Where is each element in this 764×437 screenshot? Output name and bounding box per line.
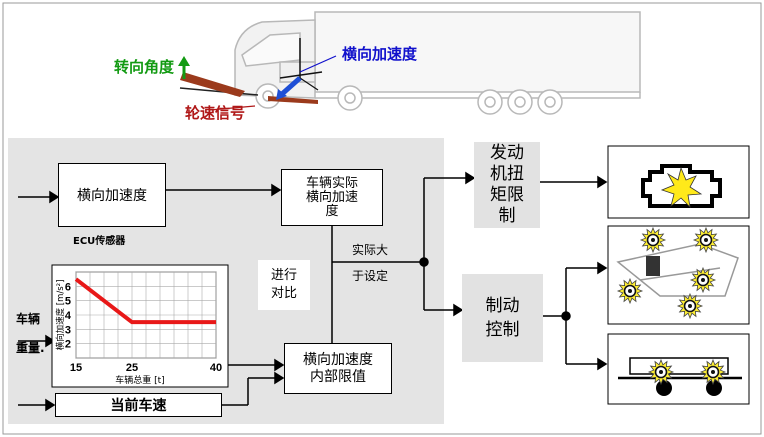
steering-angle-indicator: [178, 56, 259, 97]
y-tick-label: 6: [65, 281, 71, 293]
wheel-center-icon: [701, 278, 705, 282]
wheel-center-icon: [704, 238, 708, 242]
current-speed-text: 当前车速: [110, 398, 167, 414]
y-tick-label: 5: [65, 296, 71, 308]
brake-control-line2: 控制: [485, 320, 520, 340]
y-tick-label: 3: [65, 324, 71, 336]
wheel-center-icon: [628, 289, 632, 293]
actual-accel-box: 车辆实际 横向加速 度: [281, 169, 383, 226]
y-axis-label: 横向加速度 [m/s²]: [55, 280, 66, 351]
exceed-label-line1: 实际大: [352, 243, 389, 257]
lateral-sensor-text: 横向加速度: [77, 188, 147, 204]
brake-panel-1-graphics: [616, 243, 739, 297]
wheel-center-icon: [651, 238, 655, 242]
flow-lines: [18, 171, 608, 412]
x-tick-label: 15: [70, 362, 82, 374]
actual-accel-line2: 横向加速: [305, 189, 358, 205]
internal-limit-box: 横向加速度 内部限值: [284, 343, 392, 394]
x-tick-label: 40: [210, 362, 222, 374]
compare-box: 进行 对比: [258, 260, 310, 310]
brake-activation-icons: [616, 226, 727, 386]
engine-icon: [641, 164, 722, 209]
engine-torque-line3: 矩限: [490, 185, 524, 205]
ecu-sensor-label: ECU传感器: [73, 236, 126, 247]
y-tick-label: 4: [65, 310, 72, 322]
brake-panel-1: [607, 225, 750, 325]
wheel-center-icon: [711, 370, 715, 374]
wheel-center-icon: [659, 370, 663, 374]
vehicle-weight-line1: 车辆: [16, 312, 41, 326]
vehicle-weight-line2: 重量.: [16, 341, 45, 355]
limit-curve: [74, 277, 216, 325]
x-tick-label: 25: [126, 362, 138, 374]
internal-limit-line1: 横向加速度: [303, 351, 373, 368]
engine-torque-box: 发动 机扭 矩限 制: [474, 142, 540, 228]
steering-angle-label: 转向角度: [114, 58, 175, 76]
exceed-label-line2: 于设定: [352, 269, 389, 283]
brake-control-box: 制动 控制: [462, 274, 543, 362]
lateral-accel-indicator: [276, 38, 337, 100]
lateral-sensor-box: 横向加速度: [58, 163, 166, 227]
weight-accel-chart: 2 3 4 5 6 15 25 40 车辆总重 [t] 横向加速度 [m/s²]: [51, 264, 229, 388]
lateral-accel-label: 横向加速度: [342, 45, 418, 63]
x-axis-label: 车辆总重 [t]: [115, 374, 164, 386]
brake-control-line1: 制动: [485, 296, 520, 316]
current-speed-box: 当前车速: [55, 393, 222, 417]
compare-line2: 对比: [270, 286, 297, 301]
wheel-speed-label: 轮速信号: [185, 104, 246, 122]
actual-accel-line3: 度: [325, 203, 339, 219]
internal-limit-line2: 内部限值: [310, 368, 366, 385]
compare-line1: 进行: [270, 268, 297, 283]
wheel-center-icon: [688, 304, 692, 308]
y-tick-label: 2: [65, 339, 71, 351]
actual-accel-line1: 车辆实际: [305, 175, 358, 191]
engine-torque-line4: 制: [498, 206, 516, 226]
engine-torque-line2: 机扭: [490, 164, 524, 184]
engine-torque-line1: 发动: [490, 143, 524, 163]
